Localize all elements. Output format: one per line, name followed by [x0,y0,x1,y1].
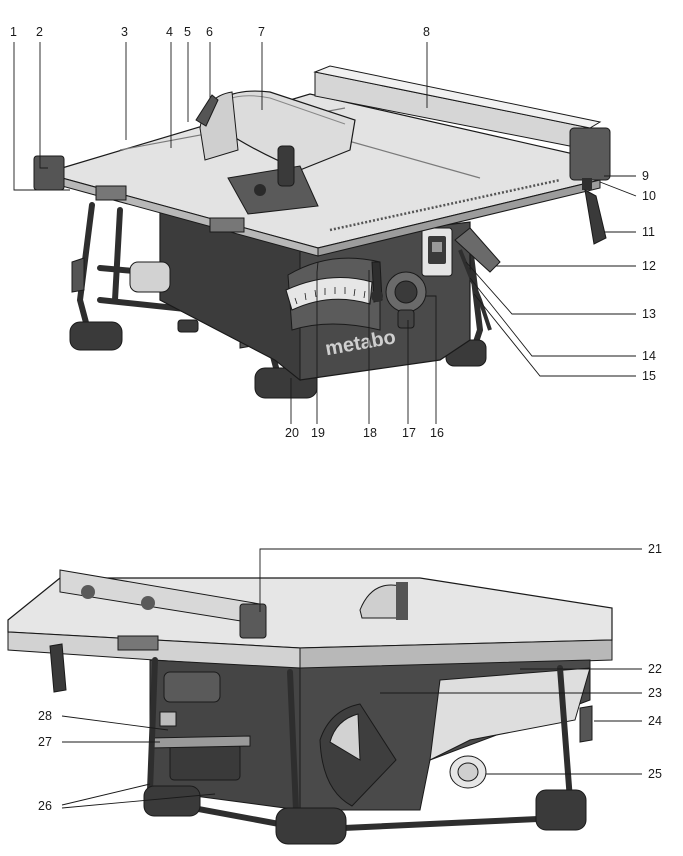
locking-lever [371,261,383,303]
rear-stand-feet [143,785,587,845]
hand-wheel [385,271,427,329]
fence-lock-handle [584,189,607,245]
callout-6: 6 [206,25,213,39]
callout-4: 4 [166,25,173,39]
callout-13: 13 [642,307,656,321]
dust-extraction-port [449,755,487,789]
top-leader-lines [13,42,637,424]
callout-17: 17 [402,426,416,440]
callout-3: 3 [121,25,128,39]
callout-24: 24 [648,714,662,728]
callout-2: 2 [36,25,43,39]
callout-11: 11 [642,225,655,239]
side-knob [579,705,593,743]
callout-14: 14 [642,349,656,363]
saw-front-view-illustration: metabo [33,65,611,399]
extension-slide-arm [454,227,501,273]
callout-19: 19 [311,426,325,440]
callout-15: 15 [642,369,656,383]
callout-5: 5 [184,25,191,39]
callout-8: 8 [423,25,430,39]
callout-20: 20 [285,426,299,440]
callout-12: 12 [642,259,656,273]
callout-25: 25 [648,767,662,781]
callout-26: 26 [38,799,52,813]
callout-1: 1 [10,25,17,39]
callout-7: 7 [258,25,265,39]
callout-16: 16 [430,426,444,440]
callout-21: 21 [648,542,662,556]
dust-chute [429,667,591,761]
bottom-callout-labels: 21 22 23 24 25 26 27 28 [38,542,662,813]
anti-kickback-pawl [195,94,219,127]
callout-10: 10 [642,189,656,203]
callout-22: 22 [648,662,662,676]
rear-bevel-scale [319,703,397,807]
callout-23: 23 [648,686,662,700]
fence-lock [569,127,611,190]
callout-27: 27 [38,735,52,749]
switch-box [421,227,453,277]
bottom-leader-lines [61,548,642,809]
callout-18: 18 [363,426,377,440]
callout-28: 28 [38,709,52,723]
top-callout-labels: 1 2 3 4 5 6 7 8 9 10 11 12 13 14 15 16 1… [10,25,656,440]
saw-rear-view-illustration [7,569,613,845]
callout-9: 9 [642,169,649,183]
mitre-gauge [227,145,319,215]
